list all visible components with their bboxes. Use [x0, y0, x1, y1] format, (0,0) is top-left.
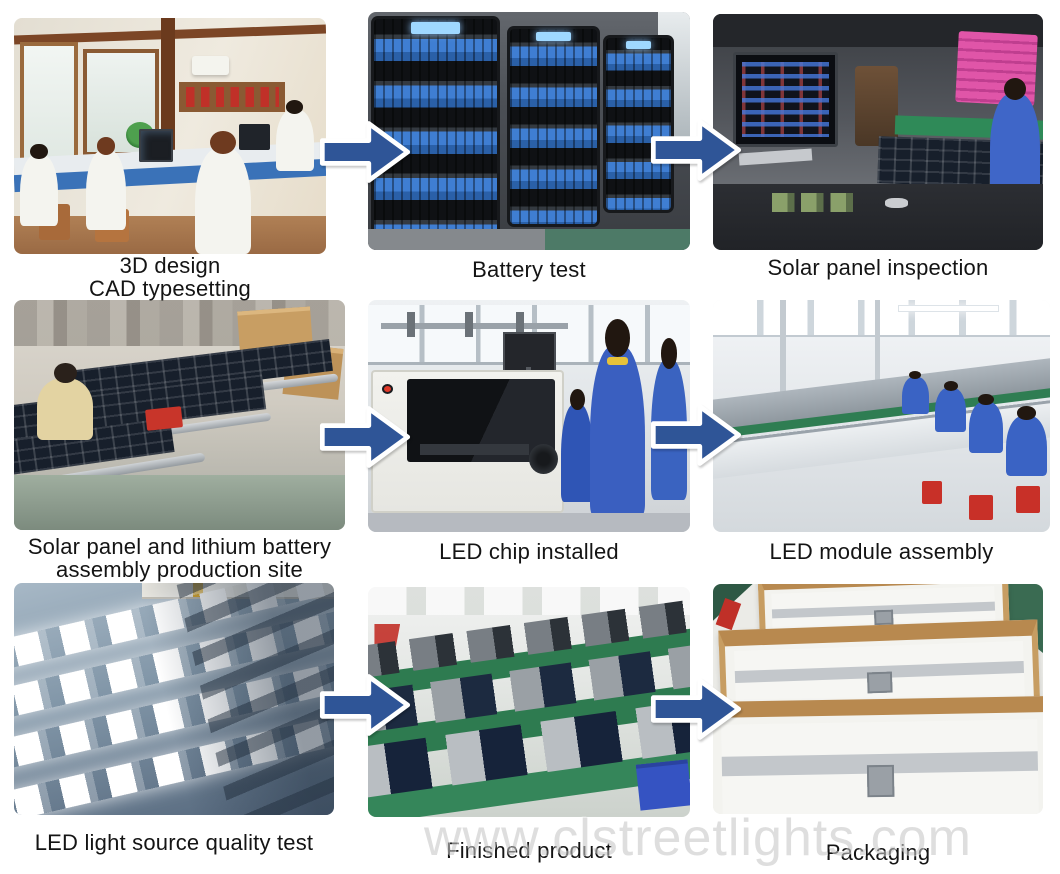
caption-line: Finished product [446, 838, 612, 863]
photo-led-chip-installed [368, 300, 690, 532]
right-arrow-icon [319, 400, 411, 474]
photo-caption: Finished product [368, 839, 690, 862]
caption-line: Solar panel inspection [767, 255, 989, 280]
photo-caption: Solar panel and lithium battery assembly… [14, 535, 345, 581]
right-arrow-icon [319, 115, 411, 189]
photo-assembly-production-site [14, 300, 345, 530]
caption-line: Packaging [825, 840, 931, 865]
photo-caption: Battery test [368, 258, 690, 281]
photo-led-module-assembly [713, 300, 1050, 532]
right-arrow-icon [650, 398, 742, 472]
caption-line: Battery test [472, 257, 586, 282]
photo-finished-product [368, 587, 690, 817]
right-arrow-icon [650, 113, 742, 187]
photo-packaging [713, 584, 1043, 814]
photo-caption: Solar panel inspection [713, 256, 1043, 279]
photo-caption: LED light source quality test [14, 831, 334, 854]
caption-line: 3D design [119, 253, 221, 278]
photo-caption: LED chip installed [368, 540, 690, 563]
photo-battery-test [368, 12, 690, 250]
caption-line: assembly production site [56, 557, 303, 583]
caption-line: LED chip installed [439, 539, 619, 564]
photo-caption: 3D design CAD typesetting [14, 254, 326, 300]
caption-line: LED light source quality test [34, 830, 314, 855]
caption-line: CAD typesetting [89, 276, 251, 302]
caption-line: LED module assembly [769, 539, 994, 564]
photo-led-quality-test [14, 583, 334, 815]
caption-line: Solar panel and lithium battery [27, 534, 332, 559]
photo-3d-design [14, 18, 326, 254]
photo-solar-panel-inspection [713, 14, 1043, 250]
right-arrow-icon [319, 668, 411, 742]
photo-caption: LED module assembly [713, 540, 1050, 563]
photo-caption: Packaging [713, 841, 1043, 864]
right-arrow-icon [650, 672, 742, 746]
